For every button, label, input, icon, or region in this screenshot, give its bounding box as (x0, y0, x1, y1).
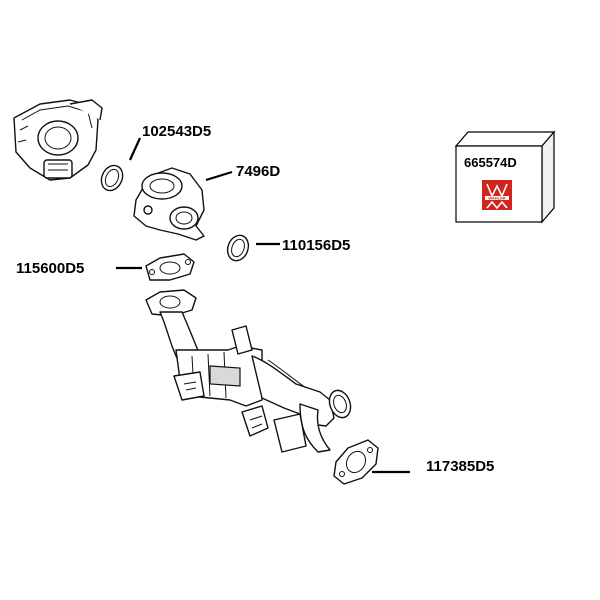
gasket-left-drawing (116, 253, 195, 281)
oring-right-drawing (226, 234, 280, 262)
label-egr-valve: 7496D (236, 163, 280, 180)
label-gasket-bottom: 117385D5 (426, 458, 494, 475)
wahler-logo-text: WAHLER (488, 196, 505, 201)
gasket-bottom-drawing (333, 439, 410, 485)
label-oring-top: 102543D5 (142, 123, 211, 140)
oring-top-drawing (100, 137, 142, 192)
throttle-body-drawing (13, 99, 103, 181)
label-kit: 665574D (464, 155, 517, 170)
label-oring-right: 110156D5 (282, 237, 350, 254)
kit-box (454, 130, 556, 224)
egr-valve-drawing (133, 167, 233, 241)
egr-cooler-drawing (145, 289, 352, 453)
label-gasket-left: 115600D5 (16, 260, 84, 277)
